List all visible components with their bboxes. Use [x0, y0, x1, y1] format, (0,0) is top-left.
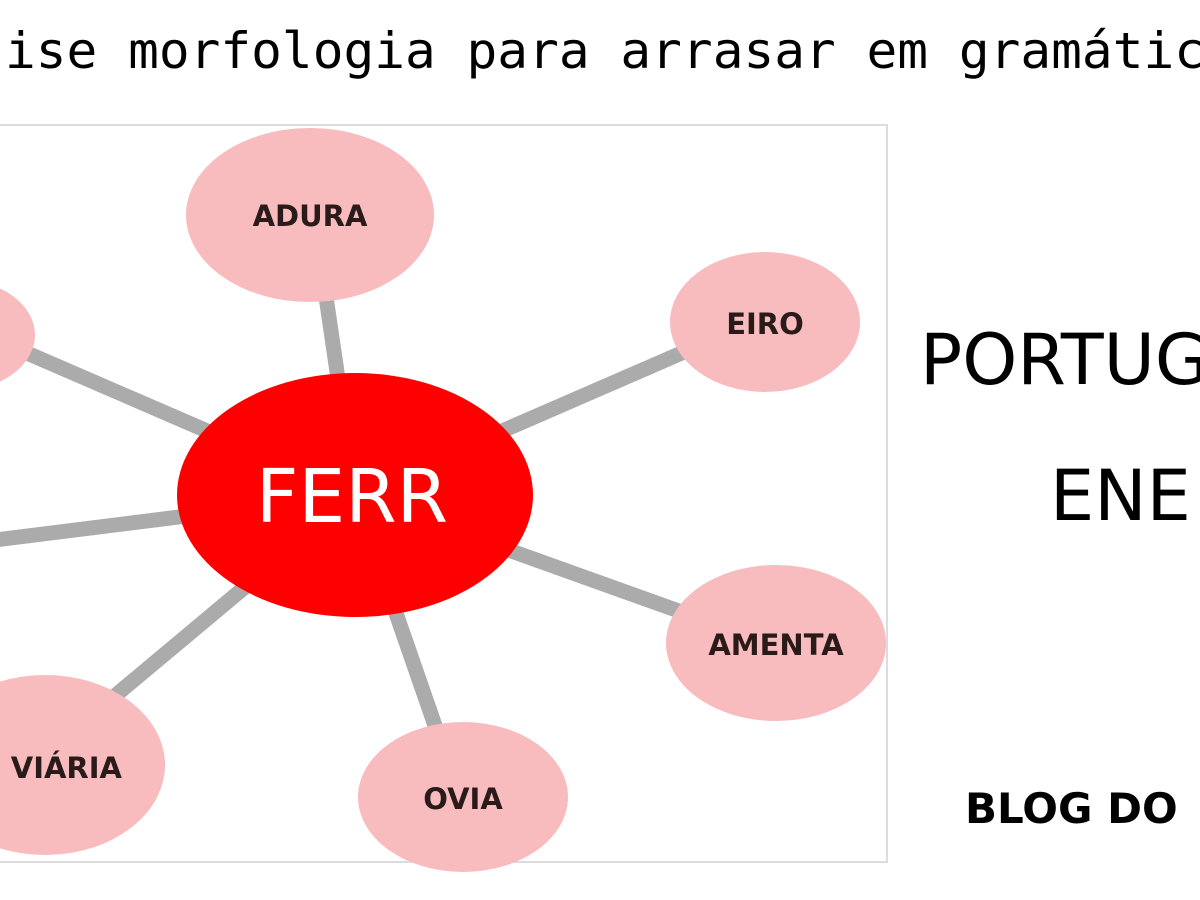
page-title: ise morfologia para arrasar em gramátic [5, 22, 1200, 80]
node-viaria [0, 675, 165, 855]
node-left-top [0, 288, 35, 382]
node-adura-label: ADURA [253, 199, 368, 233]
side-heading-enem: ENE [1050, 455, 1191, 537]
node-amenta [666, 565, 886, 721]
word-family-diagram: ADURA EIRO AMENTA OVIA VIÁRIA FERR [0, 124, 888, 872]
node-amenta-label: AMENTA [708, 628, 844, 662]
node-viaria-label: VIÁRIA [11, 751, 123, 785]
side-heading-portugues: PORTUG [920, 319, 1200, 401]
node-center-label: FERR [256, 454, 448, 540]
node-eiro-label: EIRO [726, 307, 804, 341]
blog-label: BLOG DO [965, 784, 1178, 833]
node-ovia-label: OVIA [423, 782, 503, 816]
node-ovia [358, 722, 568, 872]
node-center-ferr [177, 373, 533, 617]
node-eiro [670, 252, 860, 392]
node-adura [186, 128, 434, 302]
